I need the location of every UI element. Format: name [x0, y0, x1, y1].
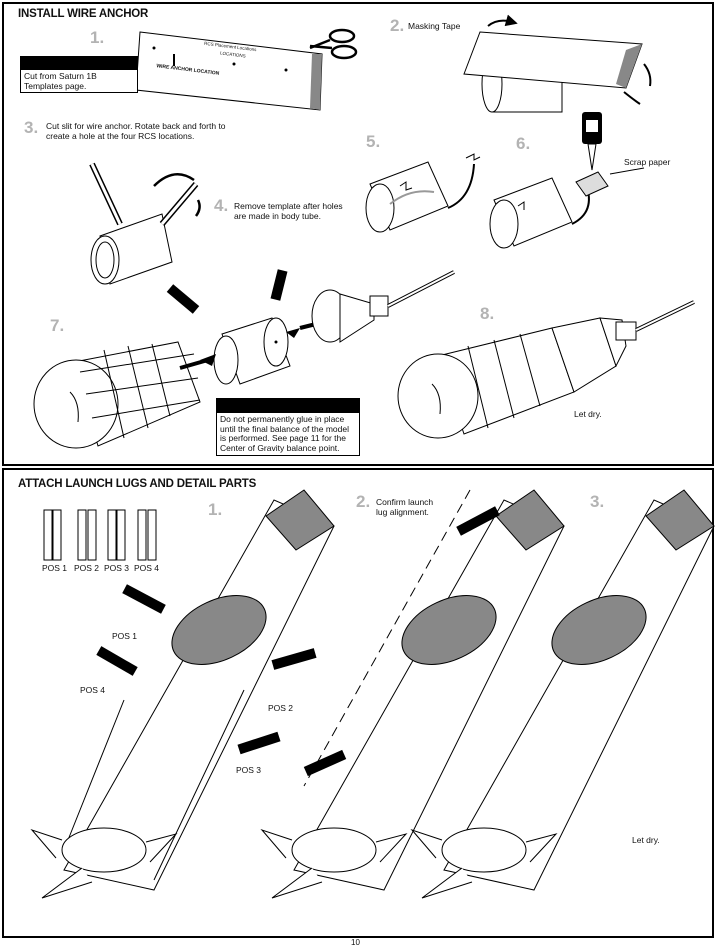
pos-4-callout: POS 4 — [80, 685, 106, 695]
note-header-bar — [20, 56, 138, 69]
step-3-number: 3. — [24, 118, 39, 137]
rocket-1-drawing — [30, 489, 335, 899]
step-1-number: 1. — [90, 28, 105, 47]
step-5-number: 5. — [366, 132, 381, 151]
section-title: ATTACH LAUNCH LUGS AND DETAIL PARTS — [18, 478, 257, 490]
page-number: 10 — [351, 938, 360, 947]
pos-4-label: POS 4 — [134, 563, 160, 573]
scissors-icon — [309, 28, 358, 60]
tube-with-template-drawing — [463, 14, 652, 113]
launch-lugs-panel: ATTACH LAUNCH LUGS AND DETAIL PARTS — [2, 468, 715, 938]
pos-2-label: POS 2 — [74, 563, 100, 573]
launch-lug-illustrations — [30, 489, 715, 899]
pos-2-callout: POS 2 — [268, 703, 294, 713]
assembled-capsule-drawing — [397, 300, 695, 439]
tube-wire-insert-drawing — [365, 153, 481, 233]
warning-header-bar — [216, 398, 360, 412]
step-2-number: 2. — [356, 492, 371, 511]
pos-1-callout: POS 1 — [112, 631, 138, 641]
step-1-number: 1. — [208, 500, 223, 519]
step-7-number: 7. — [50, 316, 65, 335]
cut-slit-note: Cut slit for wire anchor. Rotate back an… — [46, 121, 226, 141]
rocket-3-drawing — [410, 489, 715, 899]
remove-template-note: Remove template after holes are made in … — [234, 201, 343, 221]
let-dry-label: Let dry. — [632, 835, 660, 845]
masking-tape-label: Masking Tape — [408, 21, 461, 31]
position-strips-drawing — [43, 509, 157, 561]
tube-hobby-knife-drawing — [89, 162, 201, 285]
wire-anchor-illustrations — [33, 14, 695, 449]
step-3-number: 3. — [590, 492, 605, 511]
glue-tubes-drawing — [96, 506, 500, 777]
install-wire-anchor-panel: INSTALL WIRE ANCHOR — [2, 2, 714, 466]
pos-3-label: POS 3 — [104, 563, 130, 573]
step-8-number: 8. — [480, 304, 495, 323]
step-4-number: 4. — [214, 196, 229, 215]
pos-3-callout: POS 3 — [236, 765, 262, 775]
let-dry-label: Let dry. — [574, 409, 602, 419]
section-title: INSTALL WIRE ANCHOR — [18, 8, 149, 20]
tube-glue-scrap-drawing — [489, 112, 645, 249]
scrap-paper-label: Scrap paper — [624, 157, 671, 167]
cut-templates-note: Cut from Saturn 1B Templates page. — [20, 69, 138, 93]
rocket-2-drawing — [260, 489, 565, 899]
step-2-number: 2. — [390, 16, 405, 35]
pos-1-label: POS 1 — [42, 563, 68, 573]
capsule-assembly-drawing — [33, 269, 455, 449]
confirm-alignment-note: Confirm launch lug alignment. — [376, 497, 434, 517]
step-6-number: 6. — [516, 134, 531, 153]
glue-warning-note: Do not permanently glue in place until t… — [216, 412, 360, 456]
